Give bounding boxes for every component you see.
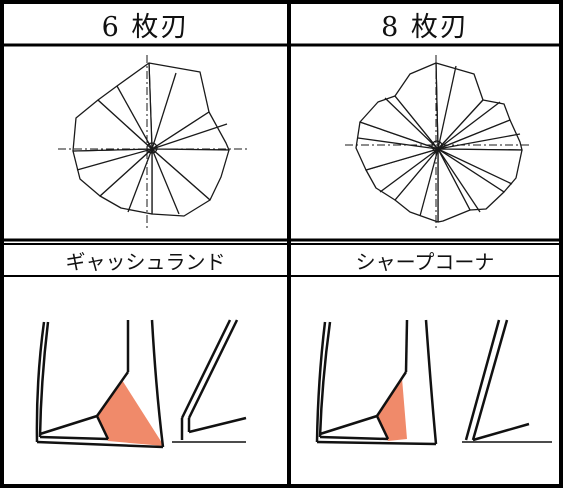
- header-eight-flute: 8 枚刃: [381, 11, 469, 43]
- subheader-sharp-corner: シャープコーナ: [355, 249, 495, 274]
- subheader-gash-land: ギャッシュランド: [65, 249, 226, 274]
- header-six-flute: 6 枚刃: [101, 11, 190, 43]
